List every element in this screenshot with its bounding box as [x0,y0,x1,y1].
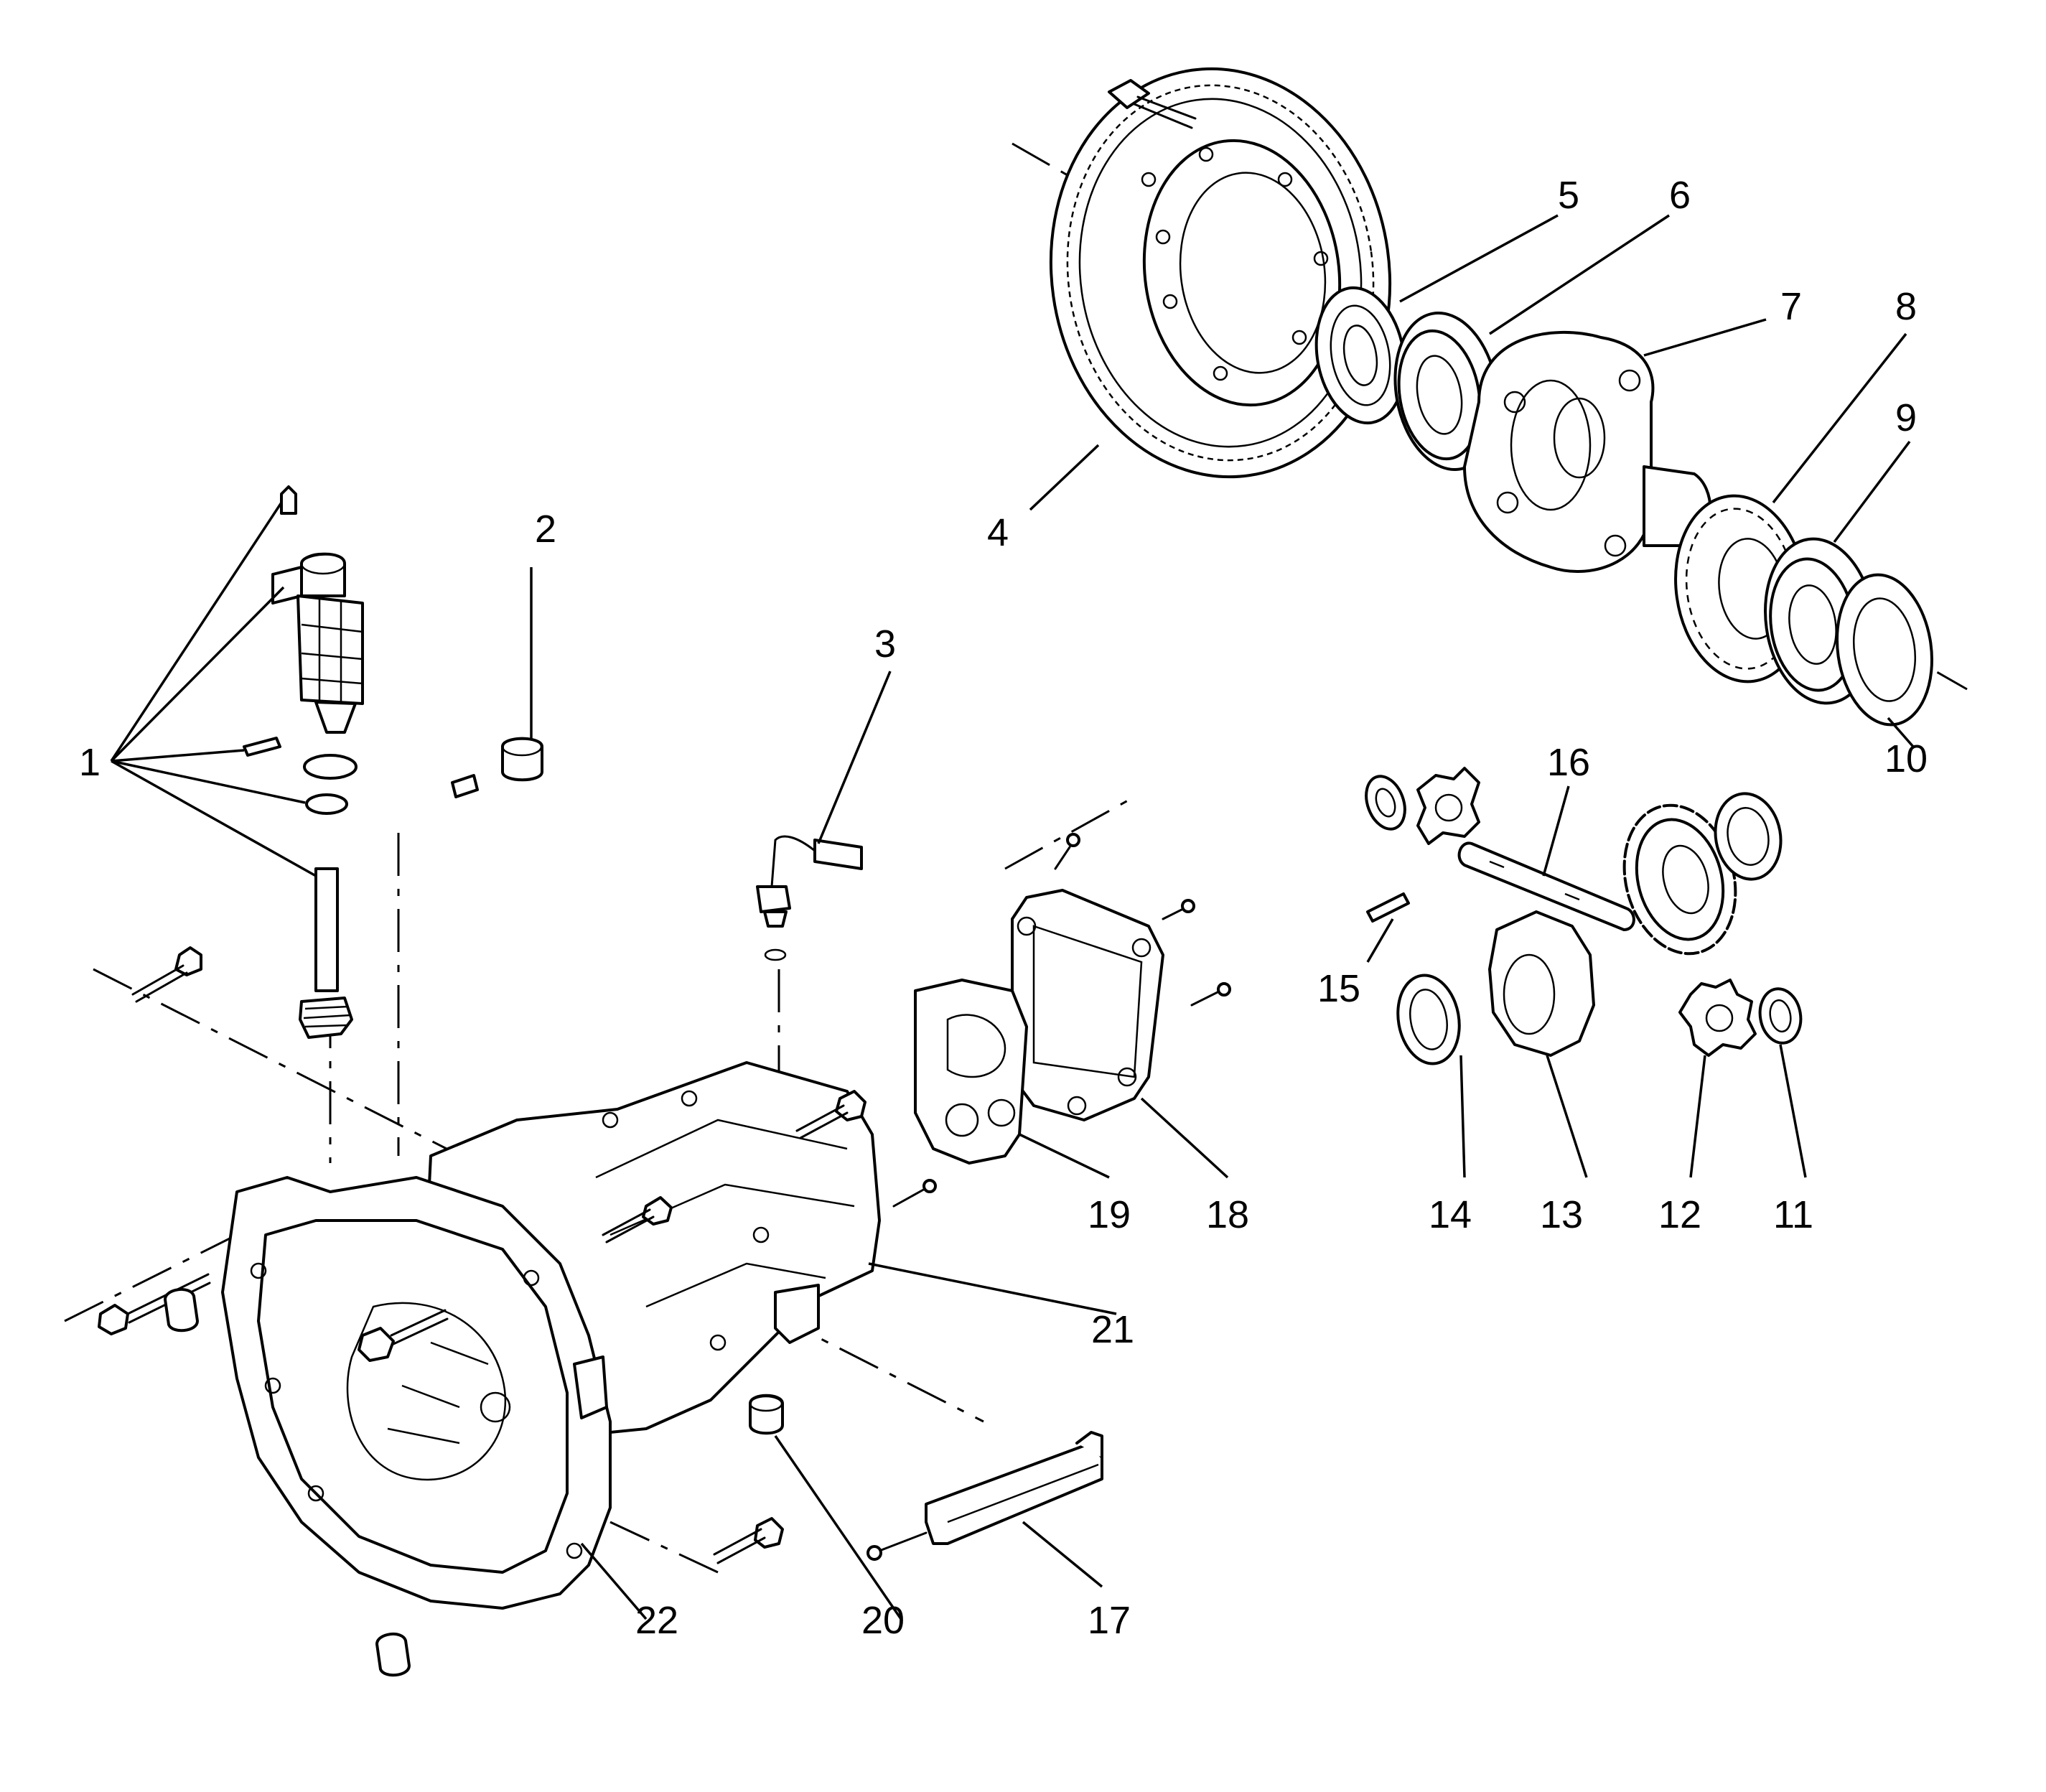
callout-22: 22 [635,1599,678,1642]
leader-lines [110,214,1915,1620]
plug-icon [451,737,543,798]
callout-14: 14 [1429,1193,1472,1236]
bracket-icon [866,1431,1103,1561]
callout-7: 7 [1780,285,1802,328]
callout-labels: 1 2 3 4 5 6 7 8 9 10 11 12 13 14 15 16 1… [79,174,1928,1642]
callout-17: 17 [1088,1599,1131,1642]
differential-case-icon [1463,330,1712,573]
side-gear-icon [1488,910,1595,1057]
callout-16: 16 [1547,741,1590,784]
housing-cover-icon [1011,889,1164,1121]
callout-21: 21 [1091,1308,1134,1351]
dowel-pin-icon [164,1287,411,1677]
bolt-icon [892,1179,937,1208]
callout-9: 9 [1895,396,1917,439]
thrust-washer-icon [1365,775,1406,831]
callout-20: 20 [861,1599,905,1642]
speed-sensor-icon [243,485,364,1039]
bolt-icon [602,1196,673,1243]
thrust-washer-icon [1396,974,1461,1065]
callout-13: 13 [1540,1193,1583,1236]
callout-12: 12 [1658,1193,1701,1236]
callout-15: 15 [1317,967,1360,1010]
bolt-icon [795,1090,866,1139]
drain-plug-icon [749,1394,784,1435]
callout-8: 8 [1895,285,1917,328]
callout-3: 3 [874,622,896,666]
callout-6: 6 [1669,174,1691,217]
callout-18: 18 [1206,1193,1249,1236]
callout-4: 4 [987,511,1009,554]
pinion-shaft-icon [1457,841,1635,931]
ring-gear-icon [1049,67,1392,479]
callout-2: 2 [535,508,556,551]
callout-5: 5 [1558,174,1579,217]
thrust-washer-icon [1714,792,1783,881]
callout-10: 10 [1884,737,1928,780]
clutch-housing-icon [221,1176,612,1610]
bolt-icon [358,1309,449,1362]
temperature-sensor-icon [756,835,863,961]
ring-gear-bolt-icon [1108,79,1197,129]
gasket-icon [914,979,1028,1165]
lock-pin-icon [1366,892,1410,923]
thrust-washer-icon [1758,987,1803,1045]
pinion-gear-icon [1416,767,1480,845]
callout-11: 11 [1773,1193,1813,1236]
bolt-icon [713,1517,784,1564]
bolt-icon [1054,833,1231,1007]
bolt-icon [131,946,202,1003]
callout-1: 1 [79,741,101,784]
pinion-gear-icon [1678,979,1757,1057]
callout-19: 19 [1088,1193,1131,1236]
